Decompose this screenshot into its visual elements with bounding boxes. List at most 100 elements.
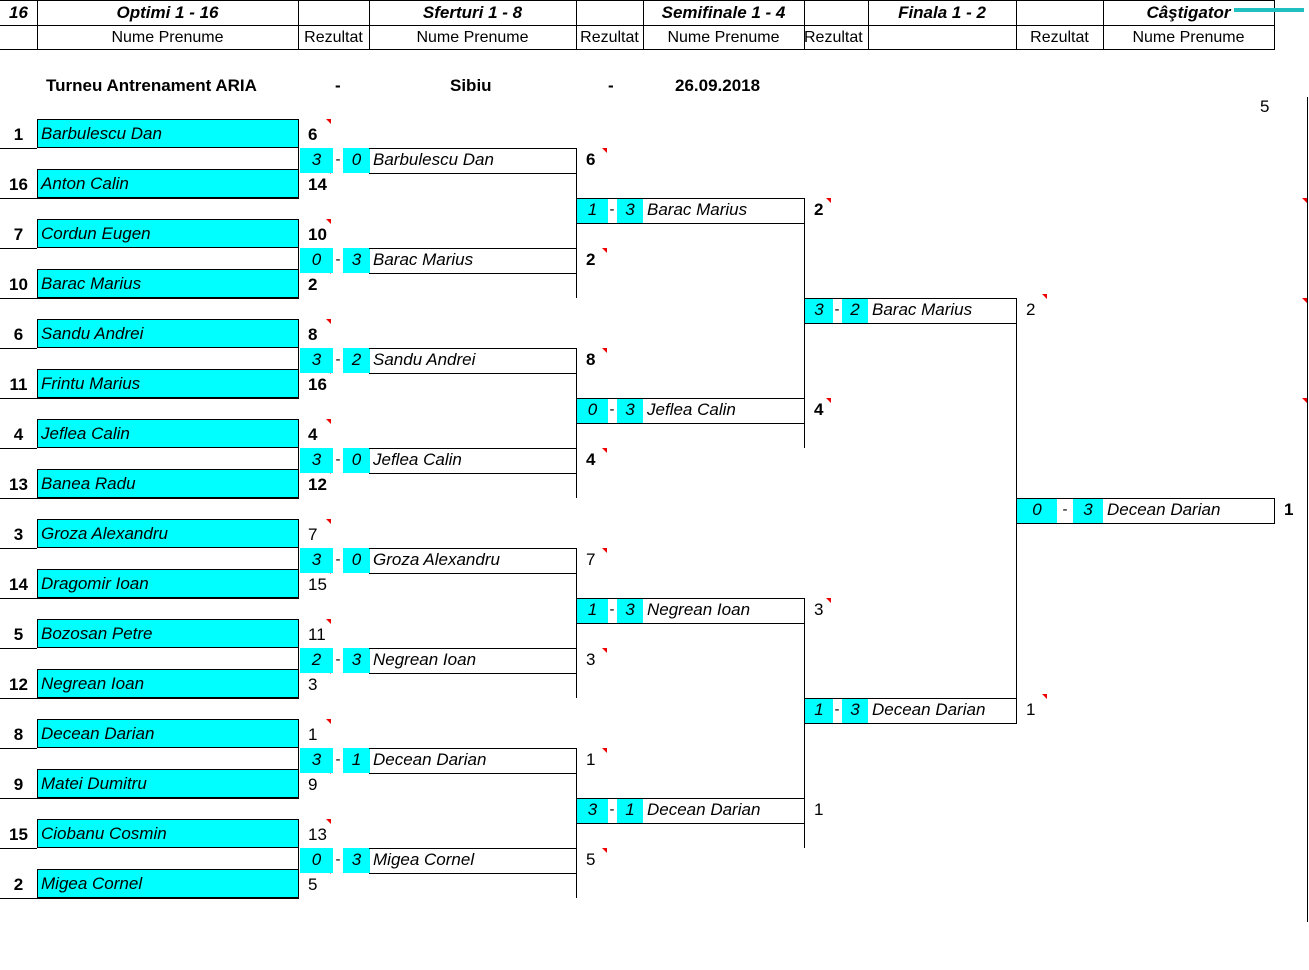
score-r1: 11 bbox=[308, 625, 326, 644]
player-name-r1[interactable]: Negrean Ioan bbox=[37, 669, 299, 698]
seed-number: 3 bbox=[13, 525, 24, 544]
player-name-r1[interactable]: Banea Radu bbox=[37, 469, 299, 498]
box-line bbox=[576, 598, 805, 599]
comment-marker bbox=[326, 719, 331, 724]
tournament-sep-2: - bbox=[608, 76, 614, 95]
score-left-r2: 3 bbox=[300, 348, 333, 373]
player-name-r1[interactable]: Barac Marius bbox=[37, 269, 299, 298]
header-result-col-2: Rezultat bbox=[580, 29, 639, 46]
box-line bbox=[369, 873, 577, 874]
score-right-r4: 3 bbox=[842, 698, 868, 723]
comment-marker bbox=[326, 419, 331, 424]
player-name-r2[interactable]: Sandu Andrei bbox=[373, 350, 476, 369]
player-name-r3[interactable]: Jeflea Calin bbox=[647, 400, 736, 419]
connector bbox=[298, 819, 299, 898]
corner-number: 5 bbox=[1260, 97, 1270, 116]
box-line bbox=[576, 548, 577, 574]
box-line bbox=[369, 773, 577, 774]
score-right-r2: 2 bbox=[343, 348, 370, 373]
player-name-r4[interactable]: Barac Marius bbox=[872, 300, 973, 319]
player-name-r3[interactable]: Barac Marius bbox=[647, 200, 748, 219]
box-line bbox=[576, 148, 577, 174]
score-dash-r2: - bbox=[335, 351, 341, 368]
player-name-r1[interactable]: Cordun Eugen bbox=[37, 219, 299, 248]
player-name-r2[interactable]: Barbulescu Dan bbox=[373, 150, 494, 169]
score-r1: 7 bbox=[308, 525, 318, 544]
connector bbox=[1016, 323, 1017, 698]
seed-number: 16 bbox=[9, 175, 28, 194]
score-dash-r2: - bbox=[335, 651, 341, 668]
score-dash-r2: - bbox=[335, 251, 341, 268]
player-name-r2[interactable]: Migea Cornel bbox=[373, 850, 475, 869]
box-line bbox=[576, 198, 805, 199]
comment-marker bbox=[1302, 398, 1307, 403]
player-name-r1[interactable]: Migea Cornel bbox=[37, 869, 299, 898]
player-name-r1[interactable]: Ciobanu Cosmin bbox=[37, 819, 299, 848]
box-line bbox=[369, 648, 577, 649]
player-name-r1[interactable]: Matei Dumitru bbox=[37, 769, 299, 798]
comment-marker bbox=[602, 648, 607, 653]
player-name-r1[interactable]: Jeflea Calin bbox=[37, 419, 299, 448]
player-name-r4[interactable]: Decean Darian bbox=[872, 700, 986, 719]
player-name-r1[interactable]: Dragomir Ioan bbox=[37, 569, 299, 598]
seed-number: 10 bbox=[9, 275, 28, 294]
comment-marker bbox=[326, 219, 331, 224]
score-left-r2: 3 bbox=[300, 448, 333, 473]
score-right-r2: 3 bbox=[343, 648, 370, 673]
player-name-r1[interactable]: Decean Darian bbox=[37, 719, 299, 748]
score-left-r2: 0 bbox=[300, 848, 333, 873]
score-dash-r3: - bbox=[609, 201, 615, 218]
row-line bbox=[0, 698, 299, 699]
score-dash-r4: - bbox=[834, 301, 840, 318]
player-name-r1[interactable]: Groza Alexandru bbox=[37, 519, 299, 548]
player-name-r3[interactable]: Negrean Ioan bbox=[647, 600, 751, 619]
box-line bbox=[1016, 498, 1275, 499]
score-r2: 7 bbox=[586, 550, 596, 569]
comment-marker bbox=[1302, 298, 1307, 303]
seed-number: 7 bbox=[13, 225, 24, 244]
header-count: 16 bbox=[9, 3, 28, 22]
score-right-r2: 1 bbox=[343, 748, 370, 773]
seed-number: 11 bbox=[9, 375, 28, 394]
comment-marker bbox=[602, 148, 607, 153]
player-name-r2[interactable]: Jeflea Calin bbox=[373, 450, 462, 469]
score-r1: 2 bbox=[308, 275, 318, 294]
score-dash-r2: - bbox=[335, 151, 341, 168]
box-line bbox=[1274, 498, 1275, 524]
player-name-r2[interactable]: Groza Alexandru bbox=[373, 550, 500, 569]
score-r1: 16 bbox=[308, 375, 327, 394]
score-r1: 14 bbox=[308, 175, 327, 194]
header-result-col-1: Rezultat bbox=[304, 29, 363, 46]
header-accent bbox=[1234, 8, 1304, 12]
box-line bbox=[369, 848, 577, 849]
box-line bbox=[804, 698, 1017, 699]
player-name-r1[interactable]: Bozosan Petre bbox=[37, 619, 299, 648]
score-dash-r3: - bbox=[609, 601, 615, 618]
score-r1: 1 bbox=[308, 725, 318, 744]
seed-number: 14 bbox=[9, 575, 28, 594]
score-dash-r4: - bbox=[834, 701, 840, 718]
player-name-r1[interactable]: Anton Calin bbox=[37, 169, 299, 198]
tournament-sep-1: - bbox=[335, 76, 341, 95]
tournament-date: 26.09.2018 bbox=[675, 76, 761, 95]
winner-name[interactable]: Decean Darian bbox=[1107, 500, 1221, 519]
box-line bbox=[576, 748, 577, 774]
row-line bbox=[0, 398, 299, 399]
score-dash-r3: - bbox=[609, 401, 615, 418]
box-line bbox=[804, 198, 805, 224]
box-line bbox=[576, 623, 805, 624]
score-left-r2: 3 bbox=[300, 148, 333, 173]
player-name-r2[interactable]: Negrean Ioan bbox=[373, 650, 477, 669]
player-name-r1[interactable]: Frintu Marius bbox=[37, 369, 299, 398]
player-name-r1[interactable]: Barbulescu Dan bbox=[37, 119, 299, 148]
score-r1: 15 bbox=[308, 575, 327, 594]
player-name-r2[interactable]: Decean Darian bbox=[373, 750, 487, 769]
score-r1: 3 bbox=[308, 675, 318, 694]
box-line bbox=[576, 798, 805, 799]
player-name-r2[interactable]: Barac Marius bbox=[373, 250, 474, 269]
score-r1: 10 bbox=[308, 225, 327, 244]
player-name-r3[interactable]: Decean Darian bbox=[647, 800, 761, 819]
comment-marker bbox=[326, 119, 331, 124]
seed-number: 1 bbox=[13, 125, 24, 144]
player-name-r1[interactable]: Sandu Andrei bbox=[37, 319, 299, 348]
